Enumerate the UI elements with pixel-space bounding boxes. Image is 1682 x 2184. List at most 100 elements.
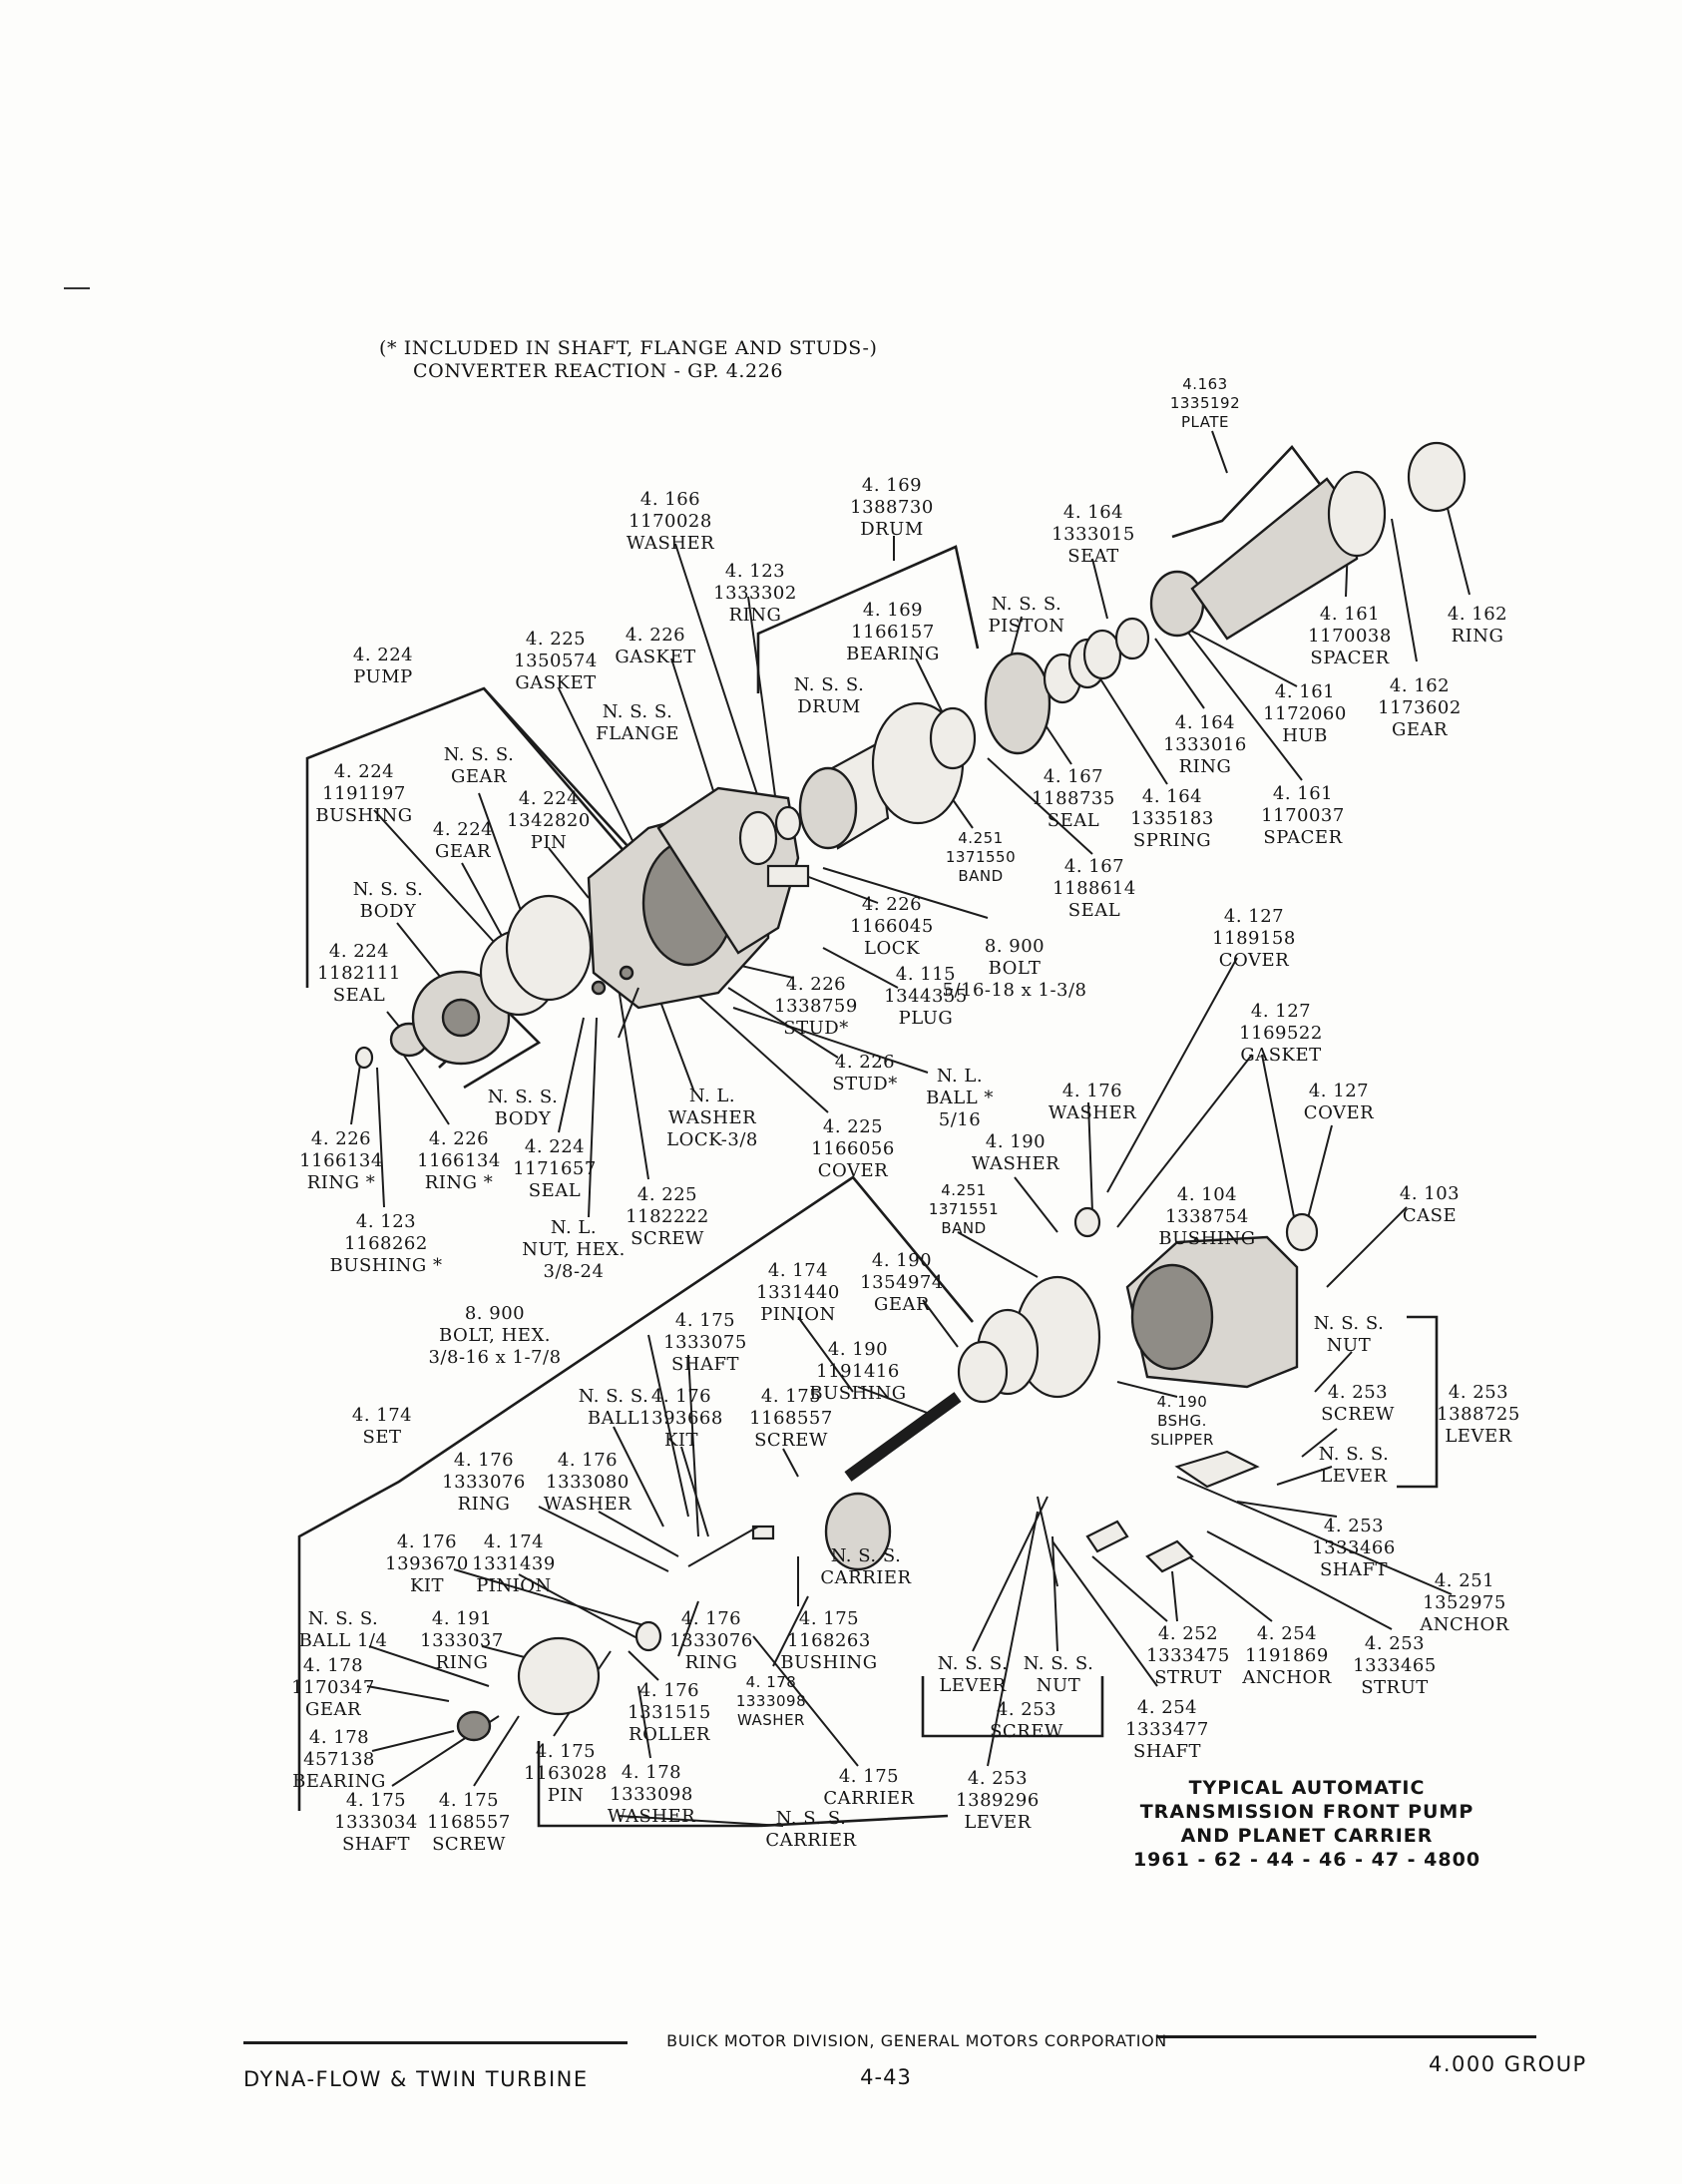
callout-line: N. S. S.	[793, 674, 865, 695]
piston-part	[984, 652, 1051, 755]
callout-line: 4. 178	[745, 1673, 797, 1691]
callout-line: 1335192	[1169, 394, 1241, 412]
callout-line: 1371551	[928, 1200, 1000, 1218]
callout-line: PLUG	[898, 1008, 954, 1029]
callout-line: 4. 178	[621, 1762, 682, 1783]
group-brackets	[297, 444, 1439, 1828]
caption-line-2: TRANSMISSION FRONT PUMP	[1139, 1801, 1474, 1823]
pump-group-bracket	[305, 686, 639, 988]
callout-line: 4. 175	[345, 1790, 407, 1811]
cover-part-left	[1073, 1206, 1101, 1238]
gear-part	[1327, 470, 1387, 558]
lever-group-bracket	[1397, 1315, 1439, 1489]
callout-label: N. S. S.NUT	[1024, 1653, 1094, 1697]
callout-line: 1166045	[850, 916, 934, 937]
clutch-drum-assembly	[738, 441, 1467, 866]
callout-line: HUB	[1282, 725, 1328, 746]
callout-line: RING	[1451, 626, 1504, 647]
callout-line: 1333475	[1146, 1645, 1230, 1666]
callout-label: N. S. S.DRUM	[794, 674, 865, 718]
callout-line: 4. 123	[724, 561, 786, 582]
callout-line: 4. 174	[351, 1405, 413, 1426]
lever-linkage-part	[1174, 1450, 1260, 1489]
callout-line: BEARING	[292, 1771, 386, 1792]
callout-line: 4. 225	[636, 1184, 698, 1205]
callout-line: 1393670	[385, 1553, 469, 1574]
callout-line: 4.163	[1182, 375, 1228, 393]
caption-line-4: 1961 - 62 - 44 - 46 - 47 - 4800	[1132, 1849, 1481, 1871]
callout-line: 4. 169	[862, 600, 924, 621]
callout-label: N. S. S.LEVER	[1319, 1444, 1390, 1488]
callout-line: SPRING	[1132, 830, 1212, 851]
bearing-part	[929, 706, 977, 770]
callout-line: 4. 127	[1308, 1081, 1370, 1101]
callout-line: 4. 127	[1223, 906, 1285, 927]
spring-coil-2	[1082, 629, 1122, 680]
front-pump-assembly	[354, 786, 810, 1070]
callout-line: SCREW	[990, 1721, 1063, 1742]
callout-line: 1166134	[417, 1150, 501, 1171]
footer-rule-right	[1157, 2035, 1536, 2038]
callout-line: 1331515	[628, 1702, 711, 1723]
callout-line: 1170038	[1308, 626, 1392, 647]
header-note-line-1: (* INCLUDED IN SHAFT, FLANGE AND STUDS-)	[379, 337, 878, 359]
case-assembly	[844, 1206, 1319, 1587]
callout-line: 1170347	[291, 1677, 375, 1698]
callout-line: SET	[362, 1427, 402, 1448]
callout-line: 1388730	[850, 497, 934, 518]
callout-line: BUSHING	[809, 1383, 907, 1404]
callout-line: 4. 162	[1389, 675, 1451, 696]
callout-line: 8. 900	[464, 1303, 526, 1324]
callout-line: BODY	[494, 1108, 552, 1129]
callout-line: 4. 190	[1156, 1393, 1208, 1411]
callout-line: 1168263	[787, 1630, 871, 1651]
callout-line: RING	[435, 1652, 489, 1673]
callout-line: CARRIER	[823, 1788, 915, 1809]
callout-line: NUT	[1036, 1675, 1081, 1696]
callout-line: 1333034	[334, 1812, 418, 1833]
callout-line: 1170037	[1261, 805, 1345, 826]
callout-line: CASE	[1402, 1205, 1458, 1226]
callout-line: DRUM	[860, 519, 924, 540]
callout-line: 1163028	[524, 1763, 608, 1784]
callout-line: RING	[684, 1652, 738, 1673]
callout-line: GASKET	[1240, 1045, 1322, 1066]
cover-part-right	[1285, 1212, 1319, 1252]
callout-line: N. S. S.	[1318, 1444, 1390, 1465]
callout-line: 1166134	[299, 1150, 383, 1171]
callout-line: 1342820	[507, 810, 591, 831]
callout-line: 1333302	[713, 583, 797, 604]
callout-line: N. S. S.	[991, 594, 1062, 615]
callout-line: KIT	[663, 1430, 699, 1451]
callout-line: 4. 251	[1434, 1570, 1495, 1591]
callout-line: 4. 167	[1063, 856, 1125, 877]
callout-line: SHAFT	[1319, 1559, 1389, 1580]
callout-line: PIN	[530, 832, 568, 853]
callout-line: WASHER	[626, 533, 715, 554]
callout-line: N. S. S.	[1023, 1653, 1094, 1674]
ring-small-part	[774, 805, 802, 841]
callout-label: N. S. S.CARRIER	[820, 1545, 911, 1589]
callout-line: SPACER	[1263, 827, 1343, 848]
callout-line: 1333037	[420, 1630, 504, 1651]
